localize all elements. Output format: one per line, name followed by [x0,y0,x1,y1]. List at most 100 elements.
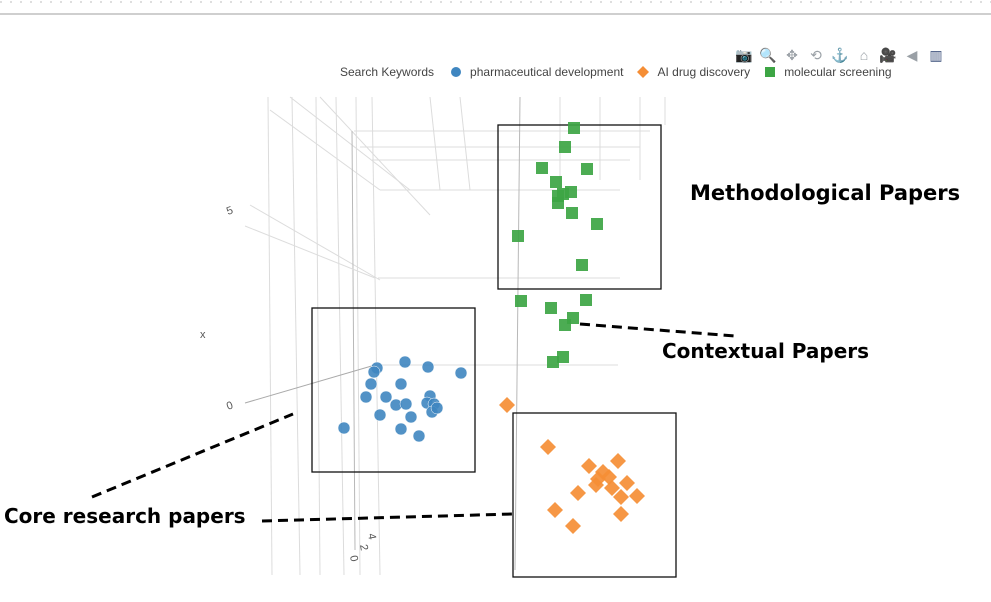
page-top-rule [0,1,991,15]
data-markers[interactable] [337,122,645,534]
legend-marker-circle [451,67,462,77]
tick-label: 4 [365,532,378,540]
point-pharmaceutical-development[interactable] [373,408,387,422]
point-molecular-screening[interactable] [557,351,569,363]
point-ai-drug-discovery[interactable] [565,518,581,534]
grid-line [355,96,361,576]
point-molecular-screening[interactable] [536,162,548,174]
annotation-core-research-papers: Core research papers [4,504,246,528]
point-pharmaceutical-development[interactable] [404,410,418,424]
point-molecular-screening[interactable] [552,197,564,209]
grid-line [319,96,431,216]
grid-line [244,225,376,279]
tick-label: 0 [347,554,360,562]
grid-line [267,96,273,576]
grid-line [315,96,321,576]
point-ai-drug-discovery[interactable] [547,502,563,518]
orbit-icon[interactable]: ⟲ [810,46,822,63]
grid-line [291,96,301,576]
legend: Search Keywords pharmaceutical developme… [340,62,906,82]
point-molecular-screening[interactable] [568,122,580,134]
point-pharmaceutical-development[interactable] [337,421,351,435]
point-pharmaceutical-development[interactable] [399,397,413,411]
point-molecular-screening[interactable] [515,295,527,307]
legend-item-pharmaceutical-development[interactable]: pharmaceutical development [450,65,623,79]
tick-label: 5 [225,204,235,217]
grid-line [249,204,381,281]
point-pharmaceutical-development[interactable] [394,377,408,391]
point-molecular-screening[interactable] [559,319,571,331]
point-pharmaceutical-development[interactable] [454,366,468,380]
legend-item-ai-drug-discovery[interactable]: AI drug discovery [637,65,750,79]
camera-icon[interactable]: 📷 [735,46,753,63]
point-pharmaceutical-development[interactable] [421,360,435,374]
point-molecular-screening[interactable] [545,302,557,314]
legend-label: pharmaceutical development [470,65,624,79]
point-molecular-screening[interactable] [580,294,592,306]
point-ai-drug-discovery[interactable] [613,506,629,522]
annotation-arrows [91,322,736,523]
point-ai-drug-discovery[interactable] [604,480,620,496]
point-molecular-screening[interactable] [591,218,603,230]
legend-label: AI drug discovery [657,65,751,79]
zoom-icon[interactable]: 🔍 [759,46,777,63]
point-ai-drug-discovery[interactable] [619,475,635,491]
point-molecular-screening[interactable] [566,207,578,219]
point-pharmaceutical-development[interactable] [364,377,378,391]
axis-line [351,130,356,551]
grid-line [429,96,441,191]
point-pharmaceutical-development[interactable] [394,422,408,436]
grid-line [269,109,381,191]
point-ai-drug-discovery[interactable] [588,477,604,493]
tag-icon[interactable]: ◀ [906,46,918,63]
point-molecular-screening[interactable] [550,176,562,188]
legend-item-molecular-screening[interactable]: molecular screening [764,65,892,79]
home-icon[interactable]: ⌂ [859,47,869,63]
axis-label-x: x [200,329,206,341]
point-pharmaceutical-development[interactable] [367,365,381,379]
arrow-core-to-orange [261,512,514,523]
grid-line [335,96,345,576]
box-ai-cluster [512,412,677,578]
point-ai-drug-discovery[interactable] [499,397,515,413]
arrow-core-to-blue [91,412,294,499]
video-camera-icon[interactable]: 🎥 [879,46,897,63]
cluster-boxes [311,124,677,578]
box-core-cluster [311,307,476,473]
point-ai-drug-discovery[interactable] [629,488,645,504]
point-pharmaceutical-development[interactable] [379,390,393,404]
point-pharmaceutical-development[interactable] [412,429,426,443]
legend-label: molecular screening [784,65,892,79]
arrow-contextual [579,322,736,338]
point-ai-drug-discovery[interactable] [610,453,626,469]
plotly-logo-icon[interactable]: ▥ [929,46,943,63]
point-molecular-screening[interactable] [559,141,571,153]
point-ai-drug-discovery[interactable] [613,489,629,505]
plot-grid [244,96,666,576]
point-molecular-screening[interactable] [581,163,593,175]
point-pharmaceutical-development[interactable] [359,390,373,404]
tick-label: 0 [225,399,235,412]
legend-marker-square [765,67,776,77]
point-pharmaceutical-development[interactable] [430,401,444,415]
legend-title: Search Keywords [340,65,435,79]
grid-line [289,96,411,191]
point-molecular-screening[interactable] [547,356,559,368]
legend-marker-diamond [637,66,650,78]
point-ai-drug-discovery[interactable] [540,439,556,455]
axis-line [244,364,376,404]
point-molecular-screening[interactable] [512,230,524,242]
point-pharmaceutical-development[interactable] [398,355,412,369]
plot-modebar: 📷 🔍 ✥ ⟲ ⚓ ⌂ 🎥 ◀ ▥ [735,44,945,66]
point-ai-drug-discovery[interactable] [570,485,586,501]
axis-line [514,96,521,571]
point-ai-drug-discovery[interactable] [581,458,597,474]
turntable-icon[interactable]: ⚓ [831,46,849,63]
annotation-methodological-papers: Methodological Papers [690,181,961,205]
point-molecular-screening[interactable] [576,259,588,271]
pan-icon[interactable]: ✥ [786,46,798,63]
annotation-contextual-papers: Contextual Papers [662,339,870,363]
grid-line [459,96,471,191]
